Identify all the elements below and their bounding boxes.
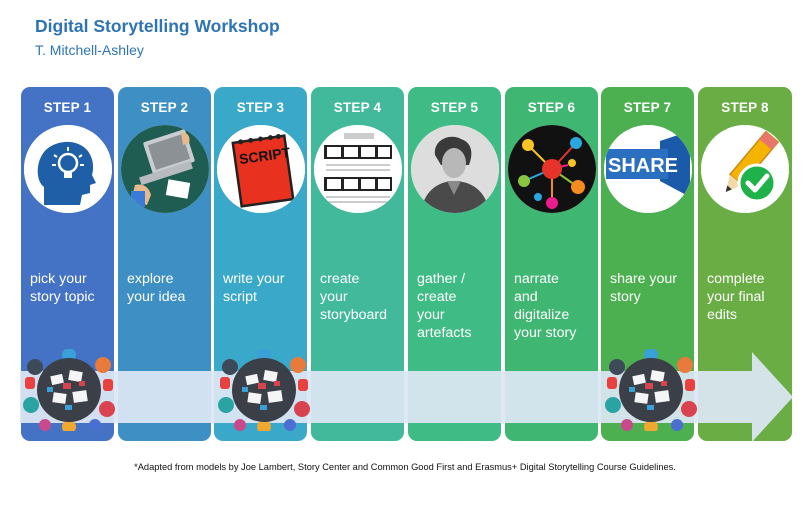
workshop-table-icon <box>605 349 697 436</box>
footnote: *Adapted from models by Joe Lambert, Sto… <box>0 462 810 472</box>
workshop-table-icon <box>23 349 115 436</box>
workshop-table-icon <box>218 349 310 436</box>
